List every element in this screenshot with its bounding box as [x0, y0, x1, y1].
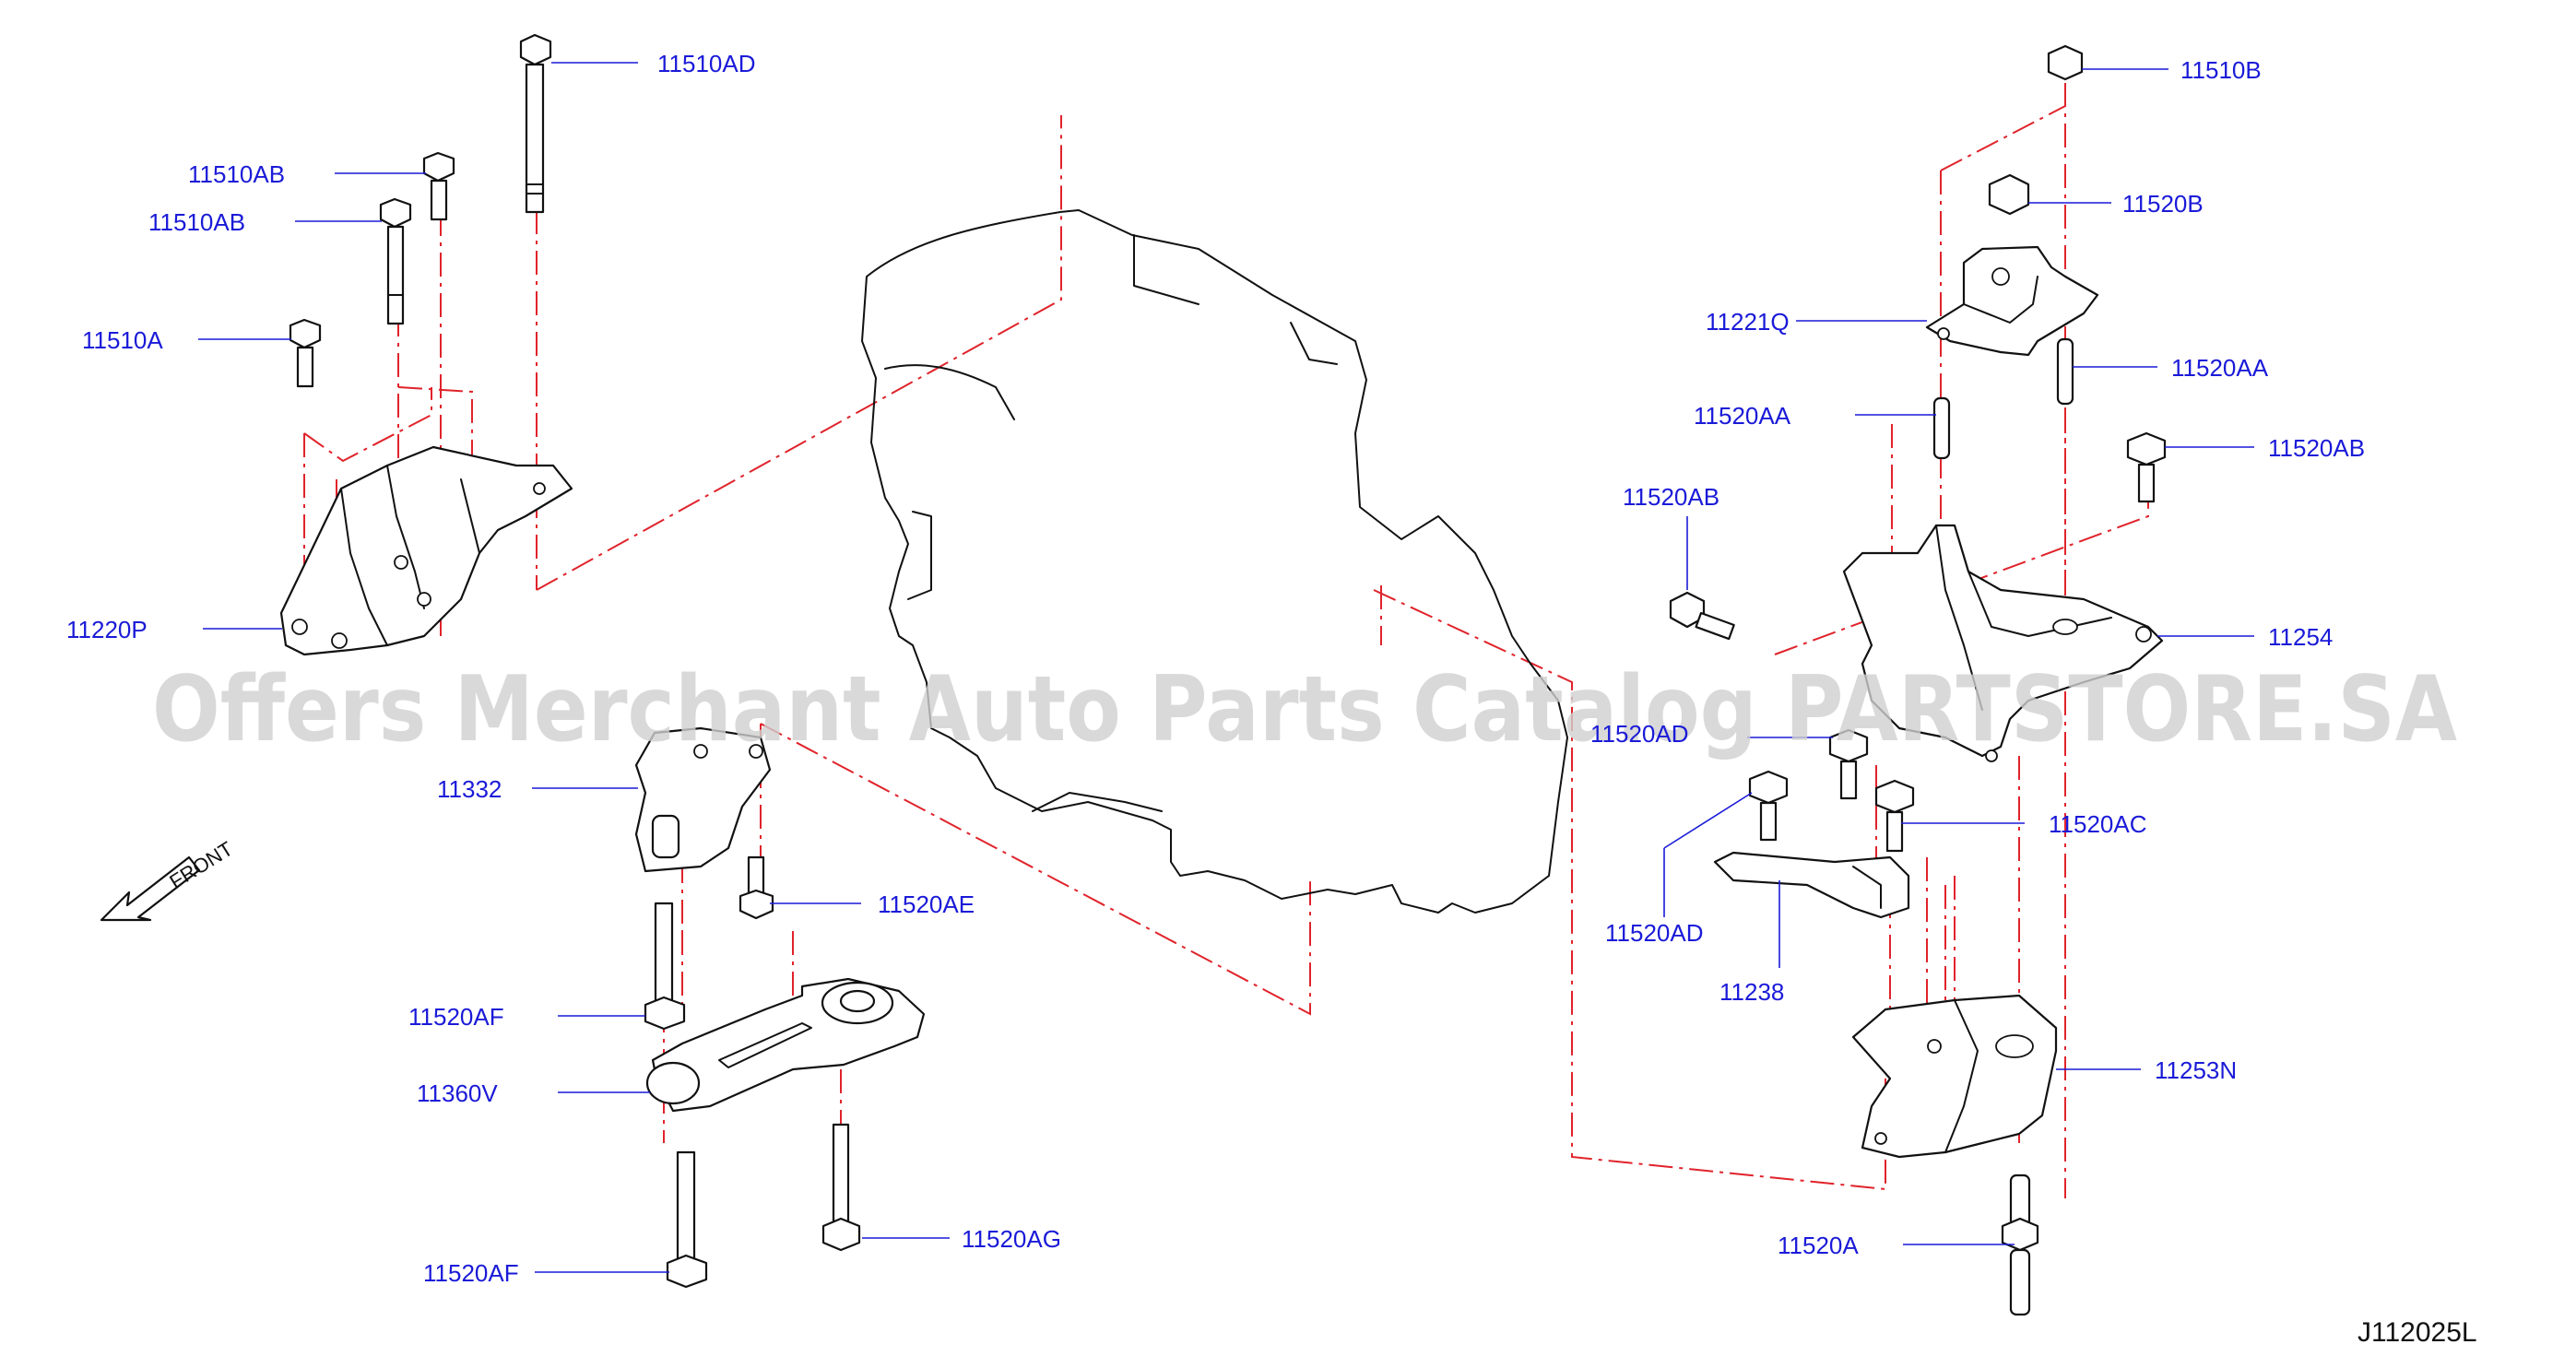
part-label-11520B[interactable]: 11520B	[2122, 190, 2204, 218]
bolt-11520AD-partial	[1828, 728, 1869, 800]
part-label-11520AB-right[interactable]: 11520AB	[2268, 434, 2365, 462]
leader-lines	[198, 62, 2254, 1273]
stud-11520AA-left	[1932, 396, 1951, 460]
part-label-11360V[interactable]: 11360V	[417, 1079, 498, 1107]
bracket-11238	[1713, 851, 1910, 919]
part-label-11253N[interactable]: 11253N	[2155, 1056, 2237, 1084]
bolt-11520AC	[1874, 779, 1915, 853]
torque-rod-11360V	[645, 977, 926, 1113]
bolt-11510AD	[519, 33, 552, 214]
nut-11510B	[2047, 44, 2084, 81]
bolt-11520AD-lower	[1748, 770, 1789, 842]
bolt-11520AG	[821, 1123, 861, 1252]
part-label-11520AF-upper[interactable]: 11520AF	[408, 1003, 504, 1031]
part-label-11510A[interactable]: 11510A	[82, 326, 163, 354]
part-label-11520AA-left[interactable]: 11520AA	[1694, 402, 1791, 430]
nut-11520B	[1988, 173, 2030, 216]
bracket-11254	[1842, 524, 2164, 762]
part-label-11520AD-lower[interactable]: 11520AD	[1605, 919, 1704, 947]
bolt-11510AB-upper	[422, 151, 455, 221]
bolt-11510A	[289, 318, 322, 388]
part-labels: 11510AD 11510AB 11510AB 11510A 11220P 11…	[66, 50, 2365, 1287]
front-label: FRONT	[165, 837, 237, 893]
bolt-11510AB-lower	[379, 197, 412, 325]
guide-line-top-right	[1940, 105, 2066, 171]
part-label-11510AB-lower[interactable]: 11510AB	[148, 208, 245, 236]
watermark-text: Offers Merchant Auto Parts Catalog PARTS…	[152, 657, 2457, 762]
bolt-11520AE	[739, 855, 774, 920]
part-label-11220P[interactable]: 11220P	[66, 616, 148, 643]
part-label-11520AA-right[interactable]: 11520AA	[2171, 354, 2269, 382]
bolt-11520AF-upper	[644, 902, 686, 1031]
bracket-11253N	[1851, 994, 2058, 1159]
part-label-11238[interactable]: 11238	[1719, 978, 1784, 1006]
bolt-11520AB-right	[2126, 431, 2167, 503]
part-label-11510AD[interactable]: 11510AD	[657, 50, 756, 77]
part-label-11520A[interactable]: 11520A	[1778, 1232, 1859, 1259]
stud-11520A	[2001, 1173, 2039, 1316]
engine-mount-bracket-11220P	[279, 445, 573, 656]
part-label-11520AE[interactable]: 11520AE	[878, 890, 975, 918]
bracket-11332	[634, 726, 772, 873]
part-label-11520AG[interactable]: 11520AG	[962, 1225, 1061, 1253]
part-label-11254[interactable]: 11254	[2268, 623, 2333, 651]
engine-block-outline	[861, 209, 1568, 914]
part-label-11510B[interactable]: 11510B	[2180, 56, 2262, 84]
drawing-code: J112025L	[2357, 1317, 2477, 1348]
part-label-11510AB-upper[interactable]: 11510AB	[188, 160, 285, 188]
bolt-11520AB-left	[1669, 591, 1735, 641]
part-label-11520AB-left[interactable]: 11520AB	[1623, 483, 1719, 511]
front-arrow-icon	[100, 855, 201, 922]
guide-line-engine-left	[536, 115, 1062, 591]
part-label-11520AC[interactable]: 11520AC	[2049, 810, 2147, 838]
stud-11520AA-right	[2056, 337, 2074, 406]
part-label-11520AD-partial[interactable]: 11520AD	[1590, 720, 1689, 748]
engine-mount-11221Q	[1925, 245, 2099, 357]
part-label-11332[interactable]: 11332	[437, 775, 502, 803]
part-label-11221Q[interactable]: 11221Q	[1706, 308, 1790, 336]
bolt-11520AF-lower	[666, 1150, 708, 1289]
guide-line-engine-right	[1373, 589, 1886, 1191]
guide-line-engine-bottom	[760, 723, 1311, 1016]
part-label-11520AF-lower[interactable]: 11520AF	[423, 1259, 519, 1287]
